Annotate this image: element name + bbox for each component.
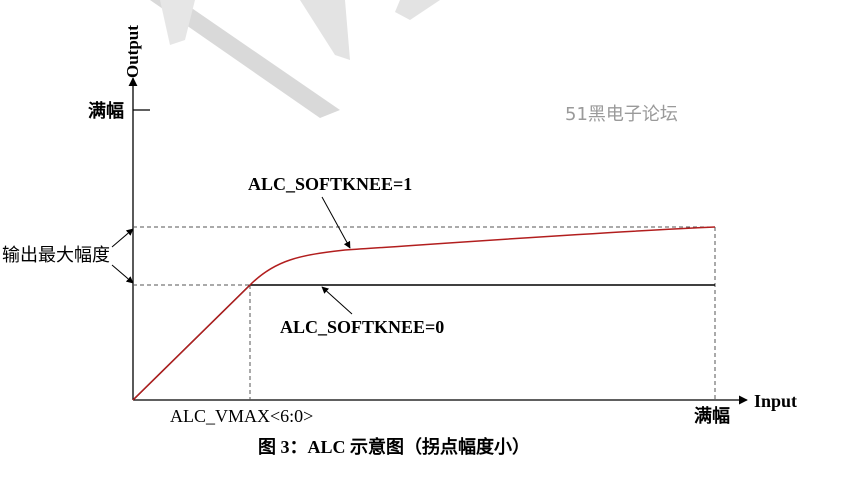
watermark-stroke-3 <box>395 0 440 20</box>
hard-knee-pointer <box>321 286 353 315</box>
y-axis-label: Output <box>123 25 142 78</box>
axes <box>128 77 748 405</box>
max-output-arrow-upper <box>111 228 134 248</box>
watermark-stroke-2 <box>300 0 350 60</box>
max-output-label: 输出最大幅度 <box>2 245 110 266</box>
watermark-logo <box>150 0 440 118</box>
y-full-scale-label: 满幅 <box>88 100 124 122</box>
watermark-text: 51黑电子论坛 <box>565 104 678 125</box>
soft-knee-label: ALC_SOFTKNEE=1 <box>248 174 412 194</box>
soft-knee-curve <box>132 226 716 401</box>
x-full-scale-label: 满幅 <box>694 405 730 427</box>
watermark-stroke-1 <box>150 0 340 118</box>
knee-point-label: ALC_VMAX<6:0> <box>170 406 313 426</box>
hard-knee-label: ALC_SOFTKNEE=0 <box>280 317 444 337</box>
figure-caption: 图 3：ALC 示意图（拐点幅度小） <box>258 436 530 457</box>
dashed-guides <box>133 226 716 400</box>
x-axis-label: Input <box>754 391 797 411</box>
max-output-arrow-lower <box>111 264 134 284</box>
soft-knee-pointer <box>321 196 351 249</box>
hard-knee-curve <box>132 284 715 401</box>
watermark-stroke-4 <box>160 0 195 45</box>
